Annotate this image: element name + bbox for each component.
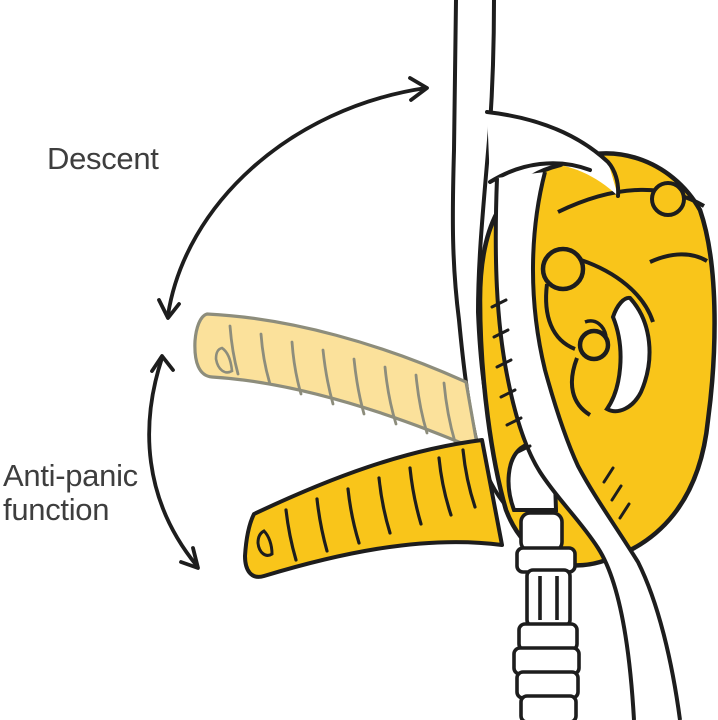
handle-grooves <box>284 448 477 562</box>
ghost-handle-grooves <box>228 324 457 444</box>
anti-panic-label: Anti-panic function <box>3 459 138 527</box>
cam-mechanism <box>540 246 655 417</box>
anti-panic-label-line1: Anti-panic <box>3 458 138 493</box>
handle-shape <box>243 438 504 579</box>
arrowhead-to-handle <box>157 298 181 320</box>
rope-tick-marks <box>490 298 631 520</box>
locking-carabiner <box>512 511 581 720</box>
ghost-handle-shape <box>193 312 480 452</box>
anti-panic-label-line2: function <box>3 492 110 527</box>
arrowhead-to-rope <box>408 76 429 102</box>
arrowhead-down <box>179 546 200 570</box>
descent-label: Descent <box>47 141 159 176</box>
anti-panic-range-arrow <box>147 354 200 570</box>
rivet-circle <box>650 181 686 217</box>
control-handle-descent-position <box>243 438 504 579</box>
arrowhead-up <box>150 354 175 373</box>
descent-range-arrow <box>157 76 429 320</box>
control-handle-anti-panic-position <box>193 312 480 452</box>
rope-wrap <box>485 110 682 720</box>
